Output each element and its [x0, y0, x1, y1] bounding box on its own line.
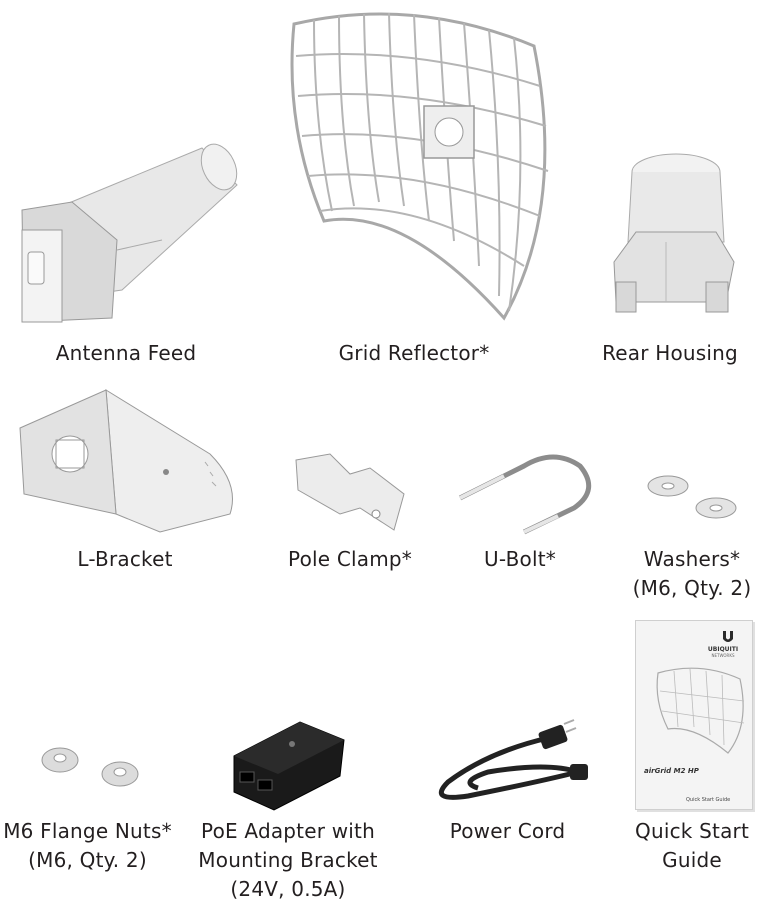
quick-start-guide-cover: UBIQUITI NETWORKS airGrid M2 HP Quick St… [635, 620, 753, 810]
grid-reflector-image [290, 12, 549, 321]
pole-clamp-label: Pole Clamp* [288, 547, 412, 571]
antenna-feed-image [21, 143, 238, 323]
ubiquiti-logo-icon [723, 631, 733, 642]
rear-housing-image [613, 153, 735, 313]
antenna-feed-label: Antenna Feed [55, 341, 197, 365]
grid-reflector-label: Grid Reflector* [338, 341, 490, 365]
power-cord-image [438, 719, 588, 800]
u-bolt-label: U-Bolt* [484, 547, 556, 571]
guide-product-name: airGrid M2 HP [644, 767, 699, 775]
flange-nuts-image [41, 747, 139, 787]
guide-footer: Quick Start Guide [686, 797, 731, 803]
guide-brand-sub: NETWORKS [711, 653, 735, 658]
guide-brand: UBIQUITI [707, 646, 739, 653]
washers-label: Washers* (M6, Qty. 2) [632, 547, 752, 600]
l-bracket-image [19, 389, 233, 533]
poe-adapter-label: PoE Adapter with Mounting Bracket (24V, … [198, 819, 378, 901]
u-bolt-image [458, 454, 592, 535]
guide-antenna-illustration [656, 667, 745, 754]
l-bracket-label: L-Bracket [77, 547, 173, 571]
washers-image [647, 475, 737, 519]
quick-start-label: Quick Start Guide [635, 819, 749, 872]
pole-clamp-image [295, 453, 405, 531]
power-cord-label: Power Cord [449, 819, 566, 843]
poe-adapter-image [233, 721, 345, 811]
rear-housing-label: Rear Housing [602, 341, 738, 365]
flange-nuts-label: M6 Flange Nuts* (M6, Qty. 2) [3, 819, 172, 872]
